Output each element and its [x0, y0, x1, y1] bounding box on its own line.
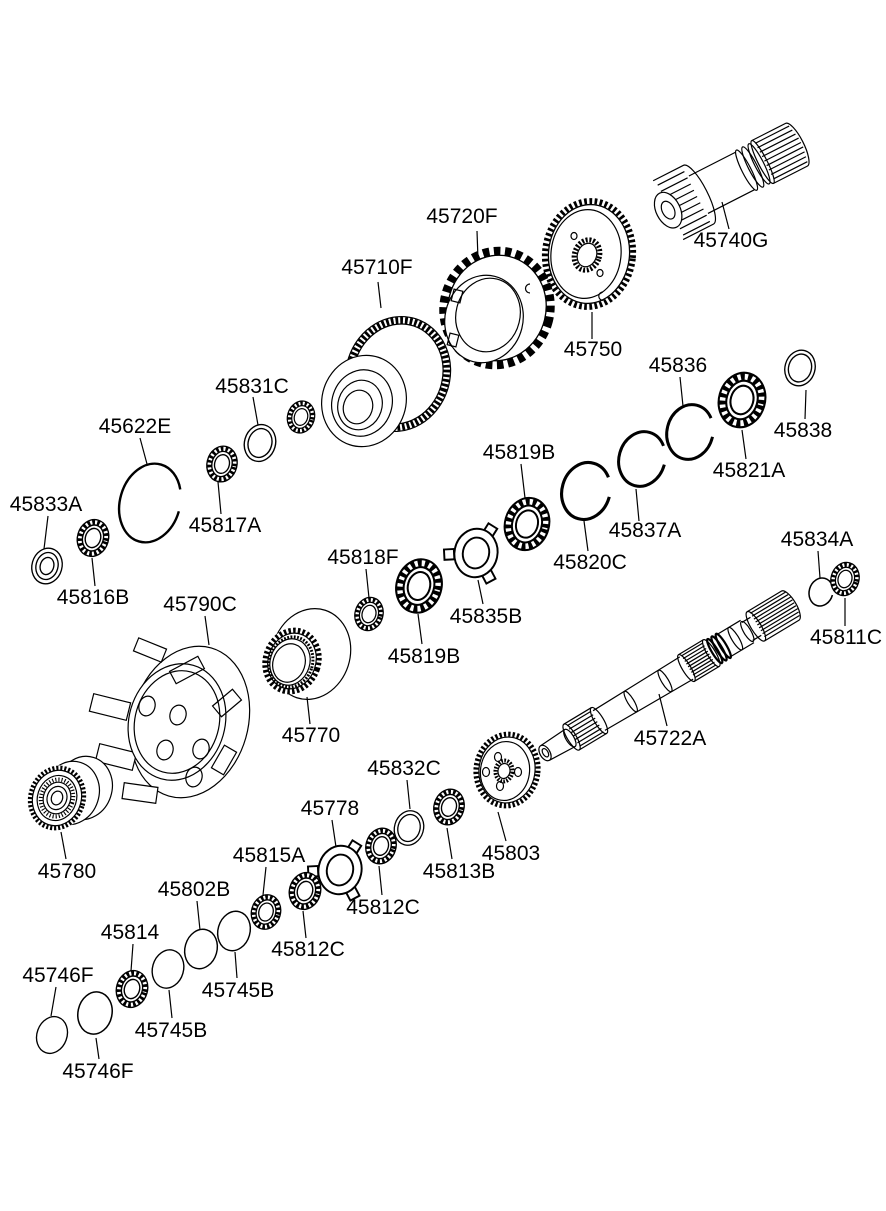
part-45817A-drawing — [203, 443, 241, 485]
part-45750-drawing — [541, 198, 637, 310]
part-label-45831c: 45831C — [215, 375, 289, 398]
part-45813B-drawing — [430, 786, 469, 829]
bearing-unlabeled — [284, 398, 319, 437]
part-label-45834a: 45834A — [781, 528, 853, 551]
part-label-45710f: 45710F — [341, 256, 412, 279]
part-label-45832c: 45832C — [367, 757, 441, 780]
part-label-45745b-left: 45745B — [135, 1019, 207, 1042]
part-label-45803: 45803 — [482, 842, 540, 865]
part-45740G-drawing — [652, 122, 810, 241]
part-label-45820c: 45820C — [553, 551, 627, 574]
part-label-45838: 45838 — [774, 419, 832, 442]
part-45811C-drawing — [827, 559, 863, 599]
part-45790C-drawing — [88, 637, 251, 804]
part-45803-drawing — [473, 731, 541, 809]
part-45746F-lower-drawing — [30, 1011, 74, 1059]
part-label-45720f: 45720F — [426, 205, 497, 228]
part-label-45811c: 45811C — [810, 626, 882, 649]
part-45816B-drawing — [73, 516, 113, 560]
part-45819B-lower-drawing — [390, 554, 448, 618]
part-45836-drawing — [659, 398, 721, 466]
part-label-45813b: 45813B — [423, 860, 495, 883]
part-45820C-drawing — [553, 455, 619, 527]
part-label-45819b-upper: 45819B — [483, 441, 555, 464]
part-label-45815a: 45815A — [233, 844, 305, 867]
part-label-45622e: 45622E — [99, 415, 171, 438]
part-45722A-drawing — [538, 590, 801, 762]
part-45710F-drawing — [321, 315, 452, 448]
leader-lines — [43, 201, 846, 1060]
part-45814-drawing — [112, 967, 152, 1011]
part-45835B-drawing — [437, 514, 508, 587]
part-label-45833a: 45833A — [10, 493, 82, 516]
part-45802B-drawing — [179, 924, 223, 974]
part-label-45746f-upper: 45746F — [22, 964, 93, 987]
part-45837A-drawing — [610, 424, 674, 494]
part-label-45819b-lower: 45819B — [388, 645, 460, 668]
part-45833A-drawing — [26, 543, 68, 589]
part-45745B-left-drawing — [147, 945, 189, 993]
part-label-45837a: 45837A — [609, 519, 681, 542]
part-label-45812c-upper: 45812C — [346, 896, 420, 919]
part-45818F-drawing — [351, 594, 387, 634]
part-label-45790c: 45790C — [163, 593, 237, 616]
part-label-45821a: 45821A — [713, 459, 785, 482]
part-label-45812c-lower: 45812C — [271, 938, 345, 961]
part-45819B-upper-drawing — [499, 493, 556, 556]
part-label-45802b: 45802B — [158, 878, 230, 901]
part-label-45770: 45770 — [282, 724, 340, 747]
part-45821A-drawing — [712, 367, 771, 433]
part-label-45750: 45750 — [564, 338, 622, 361]
part-45720F-drawing — [439, 246, 604, 370]
part-label-45817a: 45817A — [189, 514, 261, 537]
part-45838-drawing — [779, 345, 821, 391]
part-labels: 45710F 45720F 45750 45740G 45836 45838 4… — [10, 205, 882, 1083]
part-45780-drawing — [27, 755, 114, 831]
part-label-45835b: 45835B — [450, 605, 522, 628]
part-label-45780: 45780 — [38, 860, 96, 883]
part-45831C-drawing — [239, 420, 281, 466]
part-label-45746f-lower: 45746F — [62, 1060, 133, 1083]
part-label-45814: 45814 — [101, 921, 160, 944]
part-45815A-drawing — [247, 891, 284, 932]
part-label-45778: 45778 — [301, 797, 359, 820]
part-label-45836: 45836 — [649, 354, 707, 377]
part-label-45745b-right: 45745B — [202, 979, 274, 1002]
part-45622E-drawing — [117, 462, 183, 544]
part-45745B-right-drawing — [212, 906, 256, 956]
part-label-45740g: 45740G — [694, 229, 769, 252]
part-label-45816b: 45816B — [57, 586, 129, 609]
part-label-45722a: 45722A — [634, 727, 706, 750]
part-45746F-upper-drawing — [73, 987, 117, 1039]
part-45770-drawing — [262, 608, 352, 700]
part-label-45818f: 45818F — [327, 546, 398, 569]
